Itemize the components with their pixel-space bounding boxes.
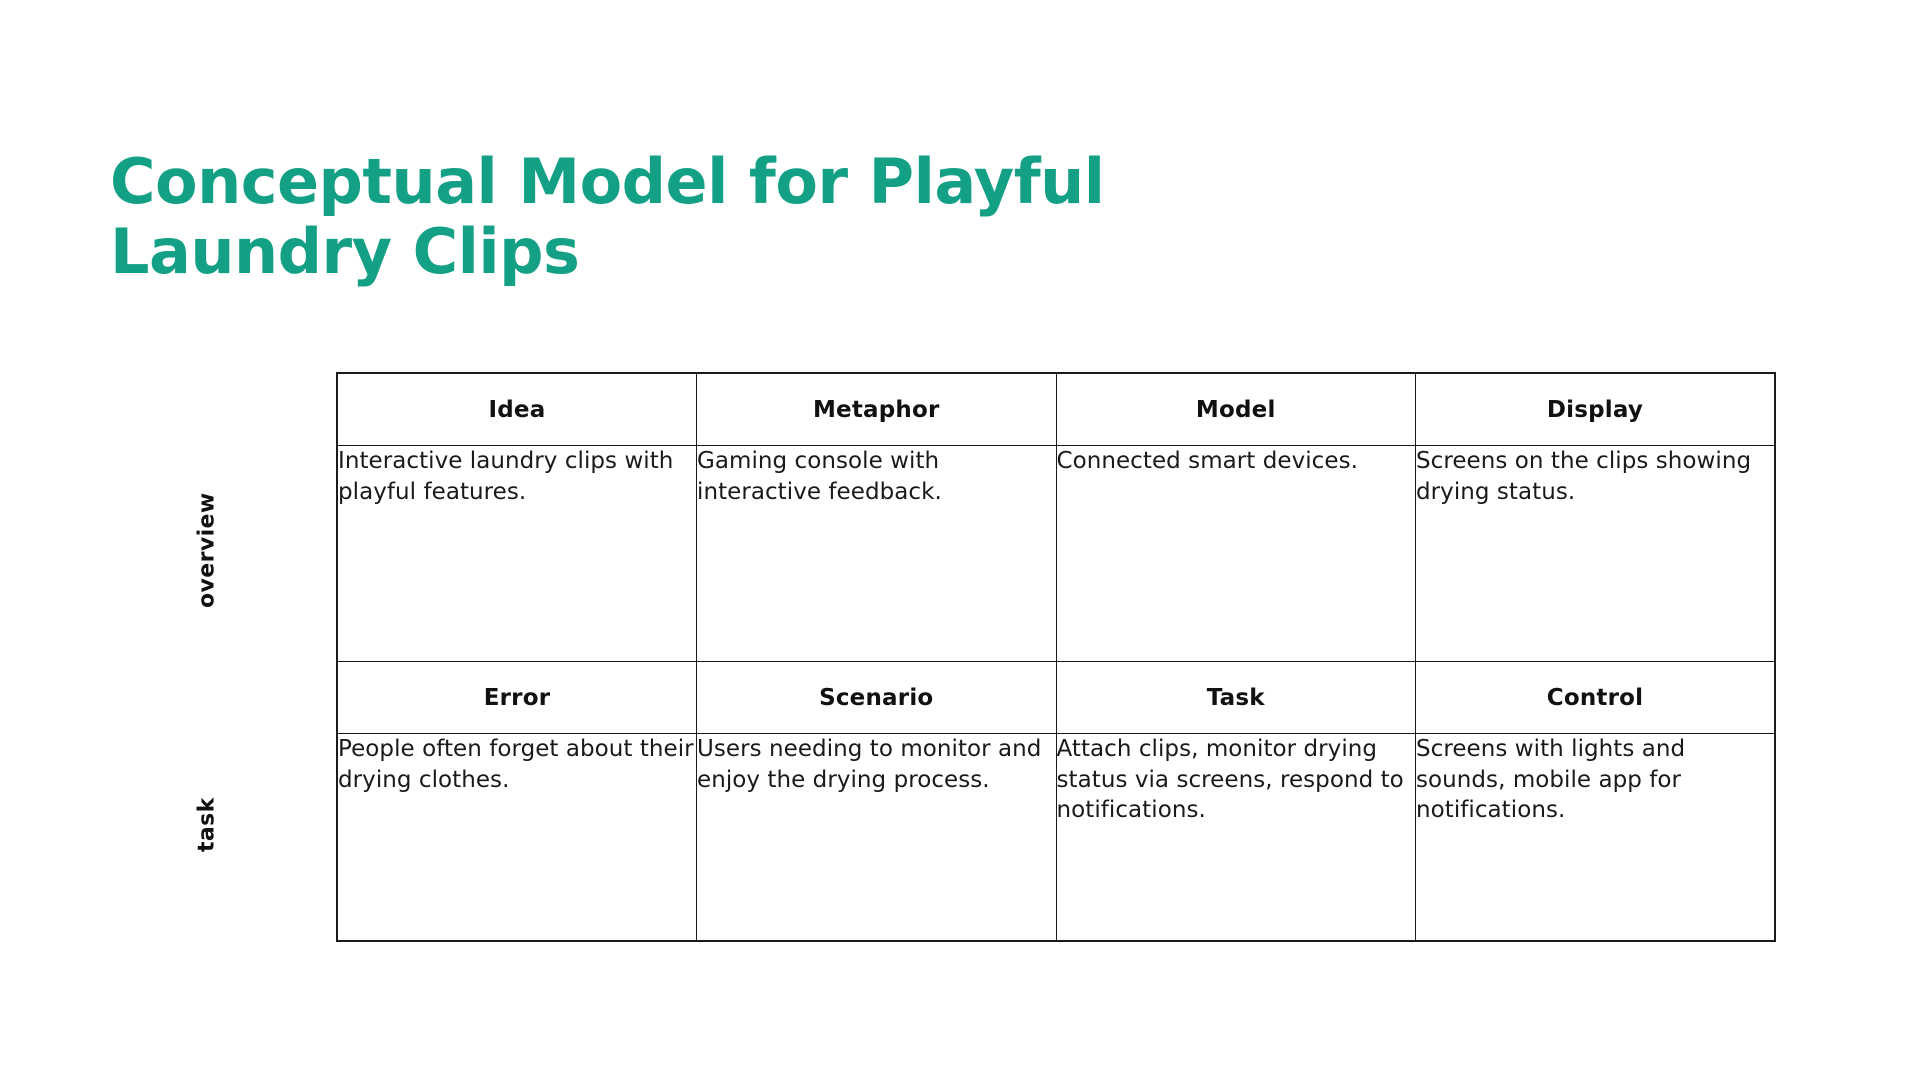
table-cell-scenario: Users needing to monitor and enjoy the d…: [696, 733, 1057, 942]
table-header-cell-metaphor: Metaphor: [696, 372, 1057, 447]
concept-model-table-wrapper: Idea Metaphor Model Display Interactive …: [336, 372, 1776, 942]
table-cell-error: People often forget about their drying c…: [336, 733, 697, 942]
row-label-overview: overview: [185, 470, 229, 630]
row-label-task-text: task: [194, 797, 220, 853]
table-row: Idea Metaphor Model Display: [336, 372, 1776, 447]
table-row: Error Scenario Task Control: [336, 661, 1776, 735]
concept-model-table: Idea Metaphor Model Display Interactive …: [336, 372, 1776, 942]
page-title: Conceptual Model for Playful Laundry Cli…: [110, 144, 1105, 288]
table-header-cell-control: Control: [1415, 661, 1776, 735]
table-header-cell-error: Error: [336, 661, 697, 735]
table-row: People often forget about their drying c…: [336, 733, 1776, 942]
row-label-overview-text: overview: [194, 492, 220, 608]
table-header-cell-model: Model: [1055, 372, 1416, 447]
table-cell-control: Screens with lights and sounds, mobile a…: [1415, 733, 1776, 942]
table-header-cell-task: Task: [1055, 661, 1416, 735]
table-header-cell-display: Display: [1415, 372, 1776, 447]
table-row: Interactive laundry clips with playful f…: [336, 445, 1776, 663]
table-cell-display: Screens on the clips showing drying stat…: [1415, 445, 1776, 663]
table-header-cell-idea: Idea: [336, 372, 697, 447]
table-header-cell-scenario: Scenario: [696, 661, 1057, 735]
table-cell-task: Attach clips, monitor drying status via …: [1055, 733, 1416, 942]
table-cell-model: Connected smart devices.: [1055, 445, 1416, 663]
table-cell-idea: Interactive laundry clips with playful f…: [336, 445, 697, 663]
row-label-task: task: [185, 760, 229, 890]
table-cell-metaphor: Gaming console with interactive feedback…: [696, 445, 1057, 663]
